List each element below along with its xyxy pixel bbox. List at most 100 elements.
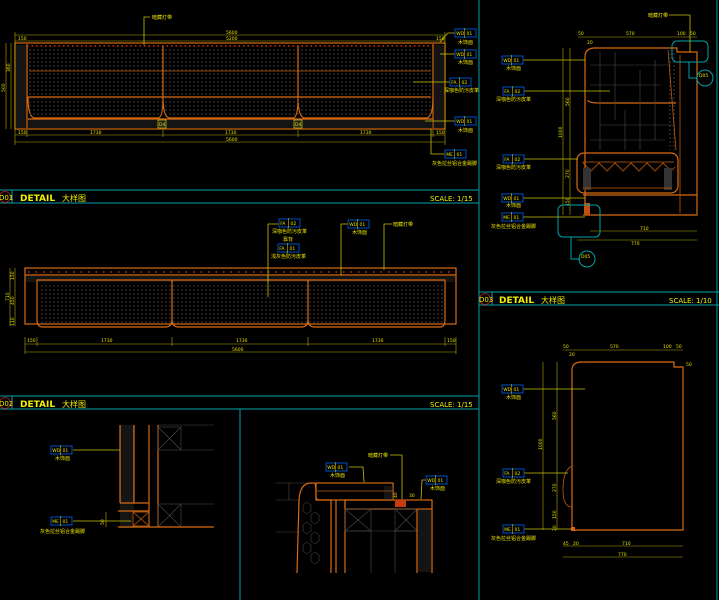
section-mark-b[interactable] (293, 119, 303, 129)
tag-code: WD (456, 31, 464, 37)
tag-box (501, 193, 524, 203)
dim-text: 100 (663, 344, 672, 350)
tag-code: WD (349, 222, 357, 228)
dim-text: 150 (18, 36, 27, 42)
tag-box (444, 149, 467, 159)
tag-box (50, 516, 73, 526)
material-tag[interactable]: ME 01 (501, 212, 524, 222)
tag-num: 01 (514, 58, 520, 64)
material-label: 木饰面 (506, 65, 521, 72)
tag-code: FA (504, 89, 510, 95)
callout-label: D05 (699, 73, 708, 79)
tag-num: 01 (515, 527, 521, 533)
dim-text: 150 (18, 130, 27, 136)
material-tag[interactable]: ME 01 (50, 516, 73, 526)
callout-label: D05 (581, 254, 590, 260)
dim-text: 770 (631, 241, 640, 247)
tag-box (501, 55, 524, 65)
dim-text: 560 (552, 411, 558, 420)
dim-text: 5600 (232, 347, 244, 353)
tag-box (502, 524, 525, 534)
material-label: 木饰面 (458, 127, 473, 134)
tag-box (425, 475, 448, 485)
title-bar-d01: D01 DETAIL 大样图 SCALE: 1/15 (0, 190, 473, 204)
tag-box (502, 468, 525, 478)
d04-dimensions: 50 570 100 50 20 50 1000 560 270 150 20 … (538, 344, 692, 558)
tag-num: 01 (514, 196, 520, 202)
dim-text: 45 (563, 541, 569, 547)
dim-text: 1730 (360, 130, 372, 136)
tag-code: WD (327, 465, 335, 471)
detail-title: DETAIL (499, 296, 534, 306)
title-bar-d03: D03 DETAIL 大样图 SCALE: 1/10 (479, 292, 712, 306)
tag-box (278, 218, 301, 228)
tag-box (501, 384, 524, 394)
section-mark-a[interactable] (157, 119, 167, 129)
tag-code: FA (504, 157, 510, 163)
tag-code: ME (52, 519, 59, 525)
tag-box (347, 219, 370, 229)
detail-callout-circle[interactable] (578, 250, 596, 268)
detail-id: D03 (479, 296, 493, 304)
detail-number-circle (0, 191, 11, 203)
dim-text: 40 (393, 492, 399, 498)
detail-title: DETAIL (20, 400, 55, 410)
material-tag[interactable]: FA 01 (277, 243, 300, 253)
dim-text: 450 (10, 296, 16, 305)
dim-text: 710 (640, 226, 649, 232)
dim-text: 20 (573, 541, 579, 547)
tag-num: 01 (290, 246, 296, 252)
tag-num: 01 (63, 519, 69, 525)
dim-text: 570 (626, 31, 635, 37)
d03-sofa-section: 50 570 100 50 20 1000 560 270 150 710 77… (491, 12, 714, 268)
tag-code: WD (456, 119, 464, 125)
tag-code: WD (427, 478, 435, 484)
dim-text: 1730 (101, 338, 113, 344)
tag-code: FA (279, 246, 285, 252)
dim-text: 150 (27, 338, 36, 344)
dim-text: 270 (552, 483, 558, 492)
tag-code: WD (456, 52, 464, 58)
material-label: 深咖色防污皮革 (444, 87, 479, 94)
dim-text: 110 (10, 317, 16, 326)
tag-code: ME (503, 215, 510, 221)
dim-text: 150 (436, 36, 445, 42)
material-label: 木饰面 (458, 39, 473, 46)
tag-num: 01 (438, 478, 444, 484)
led-strip-label: 暗藏灯带 (368, 452, 388, 459)
tag-num: 02 (515, 471, 521, 477)
dim-text: 150 (447, 338, 456, 344)
tag-num: 01 (467, 119, 473, 125)
tag-num: 01 (514, 215, 520, 221)
d04-side-elevation: 50 570 100 50 20 50 1000 560 270 150 20 … (491, 344, 692, 558)
tag-num: 02 (462, 80, 468, 86)
material-label: 木饰面 (352, 229, 367, 236)
detail-callout-bottom[interactable] (557, 204, 601, 238)
material-label: 木饰面 (330, 472, 345, 479)
detail-subtitle: 大样图 (62, 399, 86, 409)
detail-scale: SCALE: 1/10 (669, 297, 712, 305)
led-strip-label: 暗藏灯带 (152, 14, 172, 21)
dim-text: 20 (552, 525, 558, 531)
material-label: 深咖色防污皮革 (272, 228, 307, 235)
tag-num: 01 (467, 52, 473, 58)
detail-callout-circle[interactable] (696, 69, 714, 87)
